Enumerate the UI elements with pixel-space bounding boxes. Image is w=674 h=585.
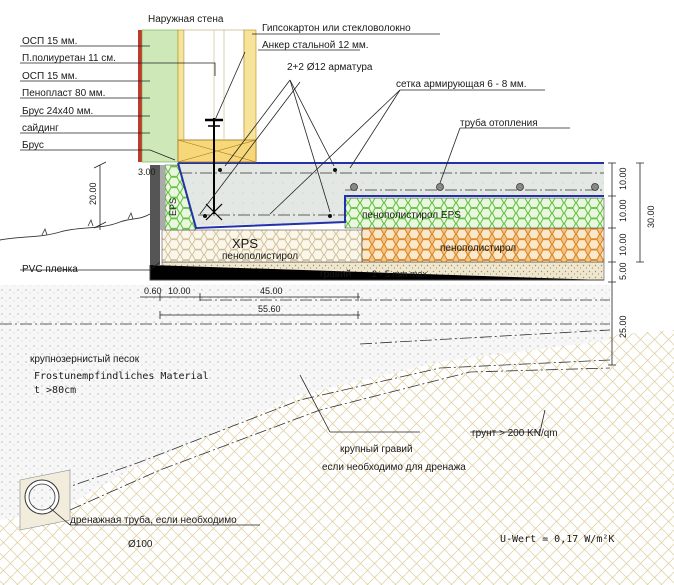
label-pvc: PVC пленка: [22, 264, 78, 275]
label-outer-wall: Наружная стена: [148, 14, 224, 25]
dim-10-00-h: 10.00: [168, 286, 191, 296]
dim-45-00: 45.00: [260, 286, 283, 296]
rebar-dots: [203, 168, 337, 218]
dim-0-60: 0.60: [144, 286, 162, 296]
label-foam-eps: пенополистирол EPS: [362, 210, 461, 221]
heating-pipes: [350, 183, 599, 191]
label-gypsum: Гипсокартон или стекловолокно: [262, 23, 411, 34]
label-osb-2: ОСП 15 мм.: [22, 71, 77, 82]
dim-20-00: 20.00: [88, 182, 98, 205]
foundation-edge: [150, 165, 160, 265]
sand-slope-line-3: [359, 329, 611, 345]
label-drain-pipe: дренажная труба, если необходимо: [70, 514, 237, 526]
dim-right-5: 5.00: [618, 262, 628, 280]
label-polyurethane: П.полиуретан 11 см.: [22, 53, 116, 64]
label-anchor: Анкер стальной 12 мм.: [262, 40, 369, 51]
label-u-value: U-Wert = 0,17 W/m²K: [500, 534, 614, 545]
siding: [138, 30, 142, 162]
sand-slope-line-5: [69, 367, 611, 511]
label-mesh: сетка армирующая 6 - 8 мм.: [396, 79, 527, 90]
label-xps-foam: пенополистирол: [222, 251, 298, 262]
wall-insulation: [142, 30, 178, 162]
label-coarse-sand: крупнозернистый песок: [30, 354, 140, 365]
label-beam: Брус: [22, 140, 44, 151]
label-eps-small: EPS: [168, 198, 178, 216]
xps-layer: [161, 229, 363, 263]
sand-slope-line-4: [39, 359, 611, 498]
label-gravel: гравий: [320, 269, 351, 280]
leader-lines: [20, 33, 570, 526]
dim-right-10-b: 10.00: [618, 199, 628, 222]
dim-right-10-c: 10.00: [618, 233, 628, 256]
steel-anchor: [205, 118, 223, 221]
label-soil: грунт > 200 KN/qm: [472, 428, 558, 439]
dim-right-30: 30.00: [646, 205, 656, 228]
label-drain-note: если необходимо для дренажа: [322, 461, 466, 473]
dim-right-25: 25.00: [618, 315, 628, 338]
label-rebar: 2+2 Ø12 арматура: [287, 62, 373, 73]
label-xps: XPS: [232, 236, 258, 251]
label-osb-top: ОСП 15 мм.: [22, 36, 77, 47]
label-pipe-dia: Ø100: [128, 539, 153, 550]
label-frost-depth: t >80cm: [34, 385, 76, 396]
dim-55-60: 55.60: [258, 304, 281, 314]
grass-tufts: [41, 211, 134, 236]
dim-right-10-a: 10.00: [618, 167, 628, 190]
ground-surface: [0, 213, 151, 241]
label-heating-pipe: труба отопления: [460, 117, 538, 129]
eps-green-layer: [344, 197, 605, 229]
label-siding: сайдинг: [22, 123, 59, 134]
label-batten: Брус 24х40 мм.: [22, 106, 93, 117]
foundation-edge-inner: [160, 165, 165, 230]
label-foam-orange: пенополистирол: [440, 243, 516, 254]
label-frost-material: Frostunempfindliches Material: [34, 371, 209, 382]
sand-zone: [0, 285, 610, 520]
label-gravel-size: 2 - 5 mm max: [372, 269, 428, 279]
concrete-slab: [178, 163, 604, 226]
orange-foam-layer: [361, 227, 605, 263]
drain-pipe-inner: [28, 483, 56, 511]
soil-zone: [0, 330, 674, 585]
dimension-lines: [93, 161, 644, 366]
label-coarse-gravel: крупный гравий: [340, 444, 413, 455]
beam-cross: [177, 139, 257, 163]
slab-outline: [177, 162, 604, 230]
dim-3-00: 3.00: [138, 167, 156, 177]
label-foam80: Пенопласт 80 мм.: [22, 88, 105, 99]
